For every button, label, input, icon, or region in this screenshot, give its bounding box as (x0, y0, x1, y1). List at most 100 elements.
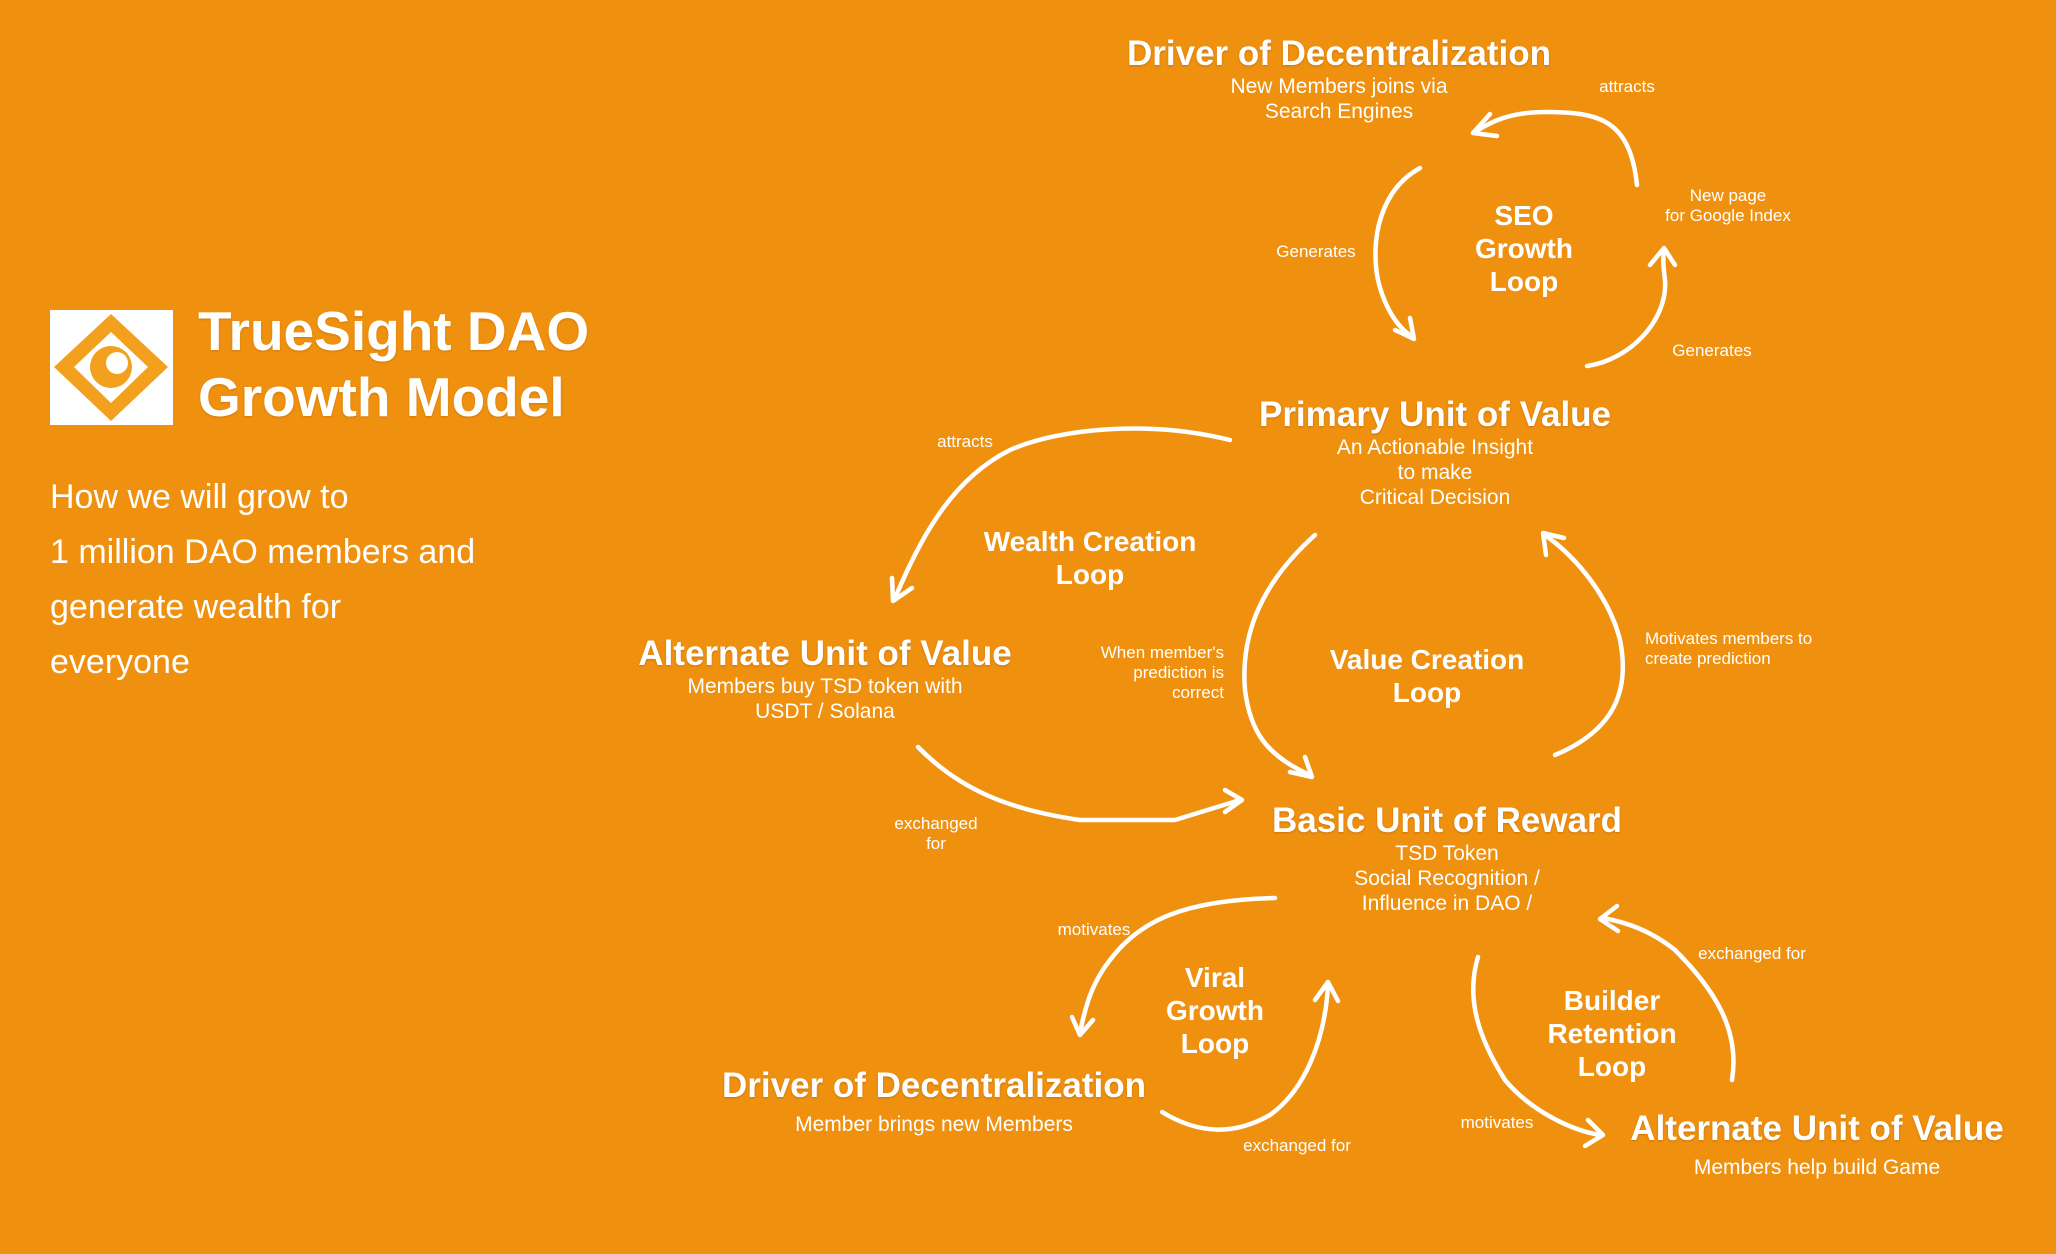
loop-value-creation: Value Creation Loop (1330, 643, 1525, 709)
edge-label-text: exchanged for (1698, 944, 1806, 963)
loop-title-line: Value Creation (1329, 644, 1525, 675)
edge-label-value-motivates: Motivates members to create prediction (1645, 629, 1812, 669)
arrow-builder-exchanged (1600, 915, 1736, 1083)
edge-label-text: Generates (1672, 341, 1752, 360)
arrowhead-seo-attracts (1470, 111, 1500, 139)
tagline-line: How we will grow to (50, 478, 349, 516)
edge-label-value-correct: When member's prediction is correct (1101, 643, 1224, 703)
node-title: Alternate Unit of Value (1630, 1109, 2004, 1148)
node-viral-driver: Driver of Decentralization Member brings… (722, 1066, 1146, 1137)
arrow-builder-motivates (1470, 954, 1603, 1138)
node-subtitle: Influence in DAO / (1361, 892, 1533, 915)
node-title: Primary Unit of Value (1258, 395, 1612, 434)
node-subtitle: Social Recognition / (1354, 867, 1540, 890)
node-basic-reward: Basic Unit of Reward TSD Token Social Re… (1272, 801, 1622, 916)
loop-title-line: Growth (1475, 233, 1573, 264)
arrowhead-wealth-exchanged (1222, 787, 1245, 815)
loop-title-line: Loop (1180, 1028, 1250, 1059)
edge-label-text: prediction is (1133, 663, 1224, 682)
node-title: Driver of Decentralization (722, 1066, 1146, 1105)
loop-viral-growth: Viral Growth Loop (1166, 961, 1264, 1060)
arrowhead-viral-exchanged (1312, 979, 1341, 1004)
arrowhead-seo-generates-right (1647, 245, 1678, 268)
edge-label-seo-attracts: attracts (1599, 77, 1655, 97)
node-subtitle: TSD Token (1395, 842, 1499, 865)
edge-label-text: Generates (1276, 242, 1356, 261)
arrow-value-correct (1242, 532, 1318, 778)
truesight-logo-icon (50, 310, 173, 425)
node-subtitle: Members help build Game (1693, 1156, 1941, 1179)
loop-title-line: Growth (1166, 995, 1264, 1026)
loop-title-line: Loop (1055, 559, 1125, 590)
node-subtitle: to make (1397, 461, 1473, 484)
tagline: How we will grow to 1 million DAO member… (50, 470, 570, 690)
node-subtitle: USDT / Solana (755, 700, 895, 723)
edge-label-text: attracts (937, 432, 993, 451)
loop-title-line: Retention (1547, 1018, 1677, 1049)
edge-label-text: for (926, 834, 946, 853)
loop-title-line: SEO (1494, 200, 1554, 231)
edge-label-text: for Google Index (1665, 206, 1791, 225)
edge-label-builder-exchanged: exchanged for (1698, 944, 1806, 964)
logo (50, 310, 173, 425)
node-alternate-game: Alternate Unit of Value Members help bui… (1630, 1109, 2003, 1180)
brand-title-line2: Growth Model (198, 366, 565, 428)
brand-title-line1: TrueSight DAO (198, 300, 590, 362)
tagline-line: everyone (50, 643, 190, 681)
tagline-line: 1 million DAO members and (50, 533, 476, 571)
arrowhead-value-correct (1287, 754, 1315, 780)
loop-builder-retention: Builder Retention Loop (1547, 984, 1676, 1083)
edge-label-text: exchanged for (1243, 1136, 1351, 1155)
edge-label-builder-motivates: motivates (1461, 1113, 1534, 1133)
node-subtitle: An Actionable Insight (1336, 436, 1534, 459)
edge-label-text: Motivates members to (1645, 629, 1813, 648)
edge-label-text: When member's (1100, 643, 1224, 662)
arrow-seo-generates-right (1584, 247, 1668, 369)
loop-wealth-creation: Wealth Creation Loop (984, 525, 1197, 591)
arrowhead-seo-generates-left (1392, 315, 1417, 342)
edge-label-text: motivates (1460, 1113, 1534, 1132)
edge-label-seo-generates-left: Generates (1276, 242, 1355, 262)
node-subtitle: Members buy TSD token with (687, 675, 963, 698)
loop-title-line: Builder (1563, 985, 1661, 1016)
node-title: Driver of Decentralization (1127, 34, 1551, 73)
loop-title-line: Viral (1184, 962, 1246, 993)
arrow-viral-exchanged (1159, 982, 1331, 1132)
node-subtitle: Search Engines (1264, 100, 1414, 123)
edge-label-seo-new-page: New page for Google Index (1665, 186, 1791, 226)
arrowhead-wealth-attracts (889, 575, 915, 604)
arrow-seo-generates-left (1373, 165, 1423, 340)
tagline-line: generate wealth for (50, 588, 342, 626)
node-title: Basic Unit of Reward (1271, 801, 1623, 840)
arrow-seo-attracts (1472, 109, 1640, 188)
node-subtitle: New Members joins via (1230, 75, 1448, 98)
node-title: Alternate Unit of Value (638, 634, 1012, 673)
edge-label-wealth-exchanged: exchanged for (894, 814, 977, 854)
arrow-wealth-exchanged (915, 744, 1243, 823)
arrow-value-motivates (1542, 532, 1626, 758)
loop-title-line: Wealth Creation (983, 526, 1197, 557)
arrow-viral-motivates (1077, 895, 1278, 1035)
edge-label-seo-generates-right: Generates (1672, 341, 1751, 361)
edge-label-wealth-attracts: attracts (937, 432, 993, 452)
edge-label-text: correct (1172, 683, 1224, 702)
arrow-wealth-attracts (892, 426, 1233, 601)
arrowhead-viral-motivates (1069, 1014, 1096, 1038)
loop-title-line: Loop (1392, 677, 1462, 708)
edge-label-text: New page (1689, 186, 1767, 205)
arrowhead-builder-exchanged (1597, 903, 1621, 934)
edge-label-text: create prediction (1645, 649, 1771, 668)
edge-label-text: attracts (1599, 77, 1655, 96)
node-subtitle: Critical Decision (1359, 486, 1511, 509)
edge-label-text: motivates (1057, 920, 1131, 939)
loop-seo: SEO Growth Loop (1475, 199, 1573, 298)
node-seo-driver: Driver of Decentralization New Members j… (1127, 34, 1551, 124)
node-primary-unit: Primary Unit of Value An Actionable Insi… (1259, 395, 1611, 510)
loop-title-line: Loop (1489, 266, 1559, 297)
edge-label-viral-exchanged: exchanged for (1243, 1136, 1351, 1156)
node-subtitle: Member brings new Members (795, 1113, 1073, 1136)
arrowhead-builder-motivates (1582, 1117, 1606, 1149)
arrowhead-value-motivates (1540, 530, 1567, 558)
